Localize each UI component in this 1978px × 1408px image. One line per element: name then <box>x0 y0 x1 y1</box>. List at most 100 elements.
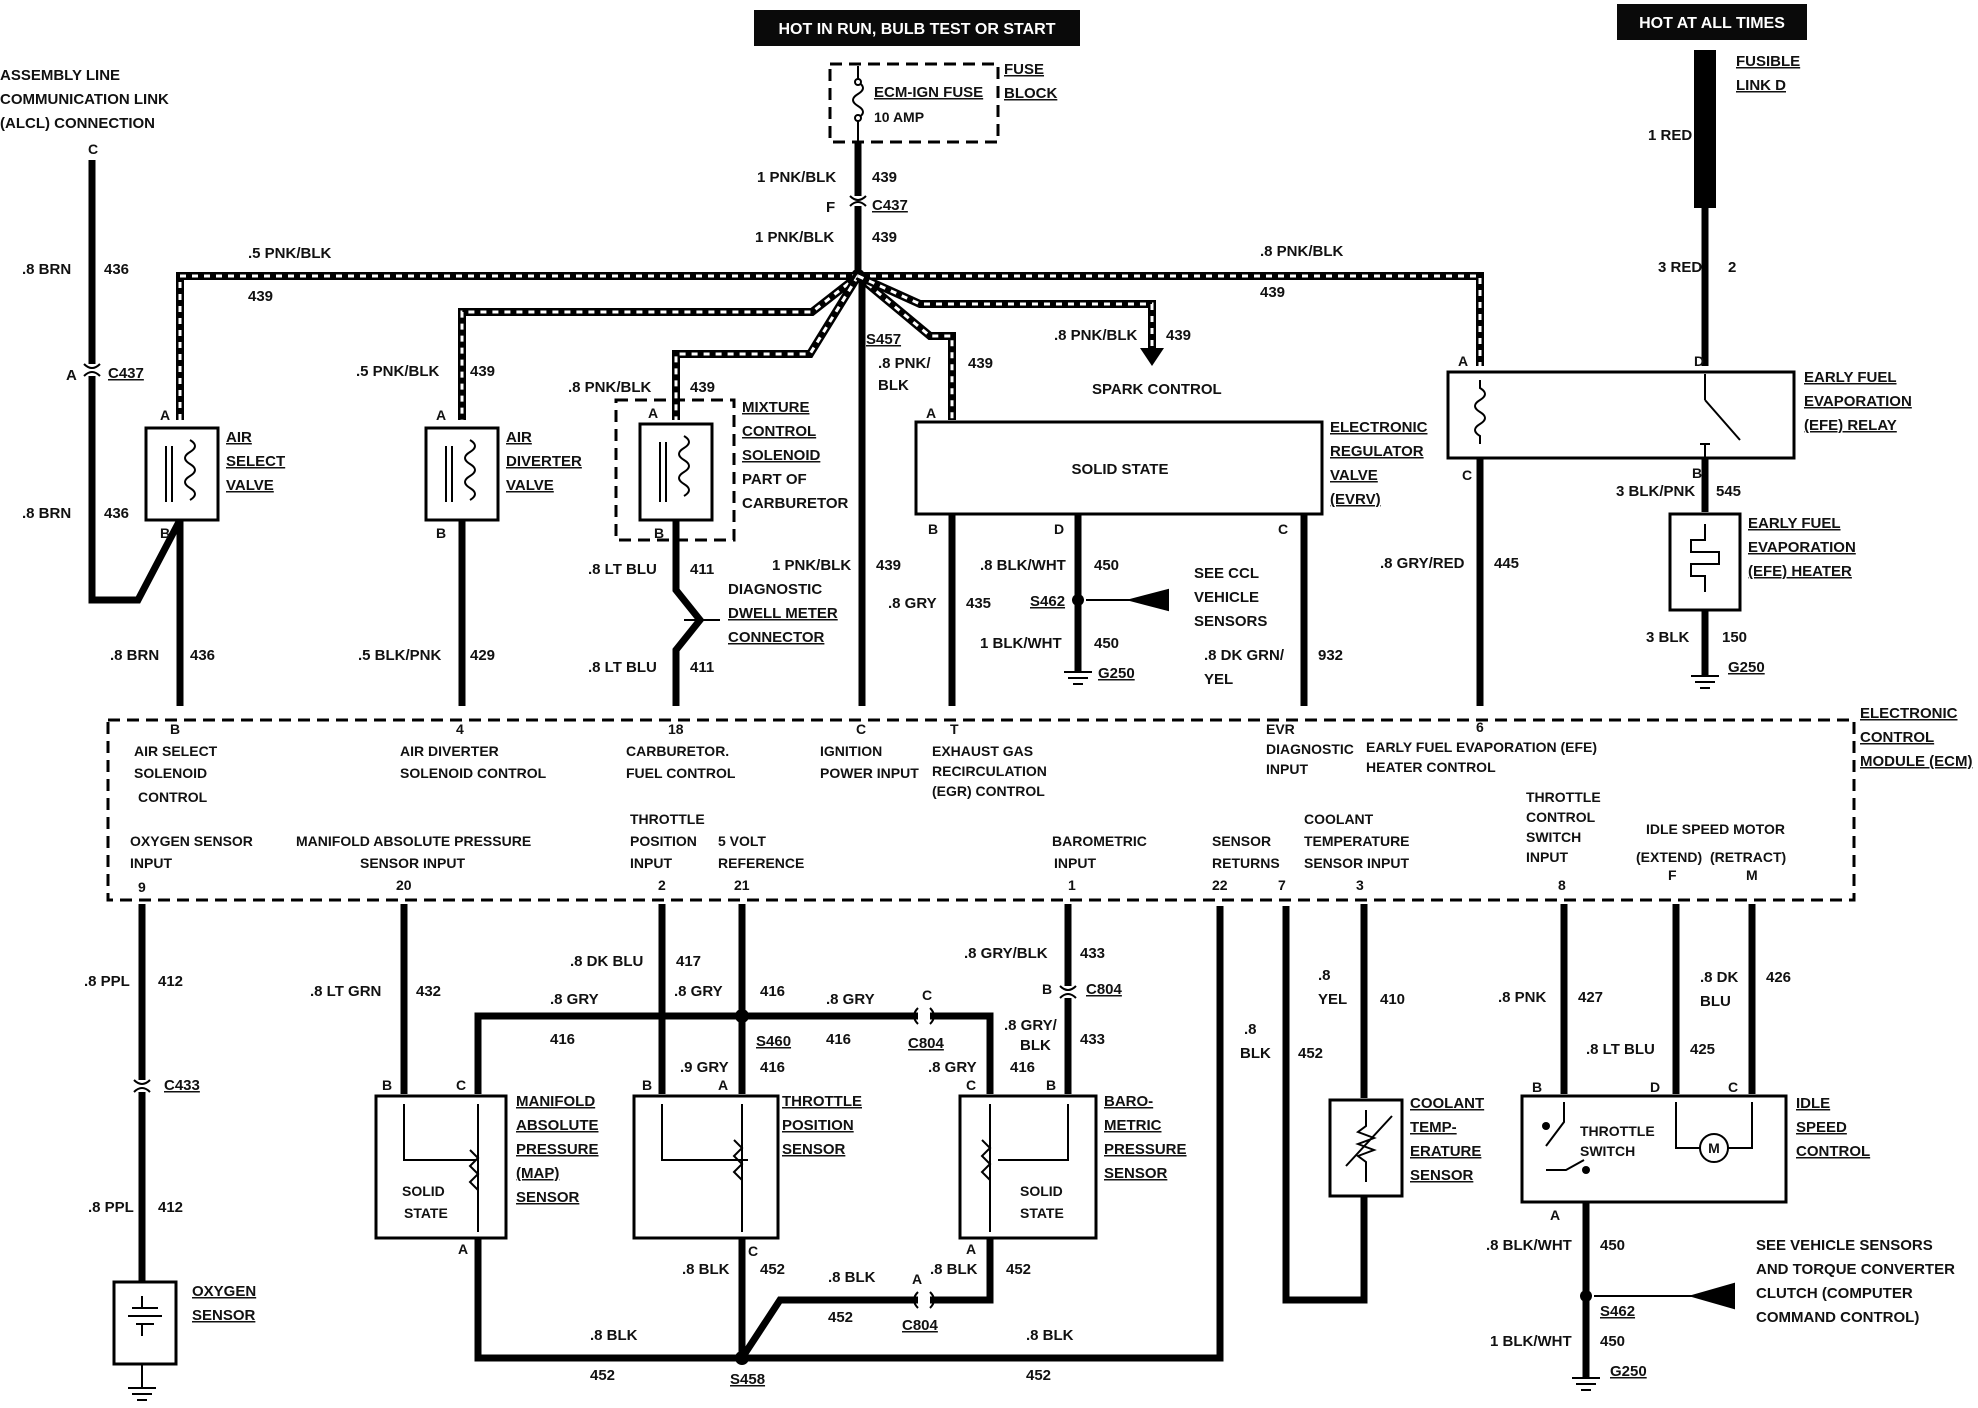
wire-label: .8 PNK/BLK <box>568 379 652 396</box>
ecm-pin-text: SENSOR <box>1212 833 1271 849</box>
circuit-label: 412 <box>158 973 183 990</box>
ecm-pin-text: (RETRACT) <box>1710 849 1786 865</box>
pin-label: D <box>1054 521 1064 537</box>
ecm-pin-text: SOLENOID <box>134 765 207 781</box>
circuit-label: 425 <box>1690 1041 1715 1058</box>
component-label: SOLENOID <box>742 447 821 464</box>
wire-label: .8 BLK <box>590 1327 638 1344</box>
wire-label: 1 BLK/WHT <box>1490 1333 1572 1350</box>
ecm-pin-text: POSITION <box>630 833 697 849</box>
circuit-label: 445 <box>1494 555 1519 572</box>
wire-label: .8 GRY/BLK <box>964 945 1048 962</box>
pin-label: C <box>966 1077 976 1093</box>
wire-label: .8 GRY <box>550 991 599 1008</box>
component-label: SENSOR <box>782 1141 846 1158</box>
wire-label: .9 GRY <box>680 1059 729 1076</box>
ecm-title: MODULE (ECM) <box>1860 753 1973 770</box>
wire-label: BLK <box>1240 1045 1271 1062</box>
connector-label: C437 <box>108 365 144 382</box>
mixture-control-solenoid <box>638 422 714 522</box>
connector-c433 <box>133 1079 151 1093</box>
motor-icon <box>1699 1133 1729 1163</box>
ecm-pin-text: MANIFOLD ABSOLUTE PRESSURE <box>296 833 531 849</box>
pin-label: C <box>922 987 932 1003</box>
ecm-pin-text: RECIRCULATION <box>932 763 1047 779</box>
ecm-pin-text: IGNITION <box>820 743 882 759</box>
bus-right <box>858 272 1484 366</box>
wire-label: .8 DK GRN/ <box>1204 647 1285 664</box>
throttle-switch-icon <box>1545 1102 1585 1171</box>
circuit-label: 417 <box>676 953 701 970</box>
component-label: VALVE <box>226 477 274 494</box>
circuit-label: 452 <box>1026 1367 1051 1384</box>
carburetor-outline <box>614 398 736 542</box>
pin-label: 9 <box>138 879 146 895</box>
component-label: ERATURE <box>1410 1143 1481 1160</box>
fusible-link-d <box>1694 50 1716 208</box>
thermistor-icon <box>1345 1110 1393 1182</box>
wire-label: .8 PPL <box>84 973 130 990</box>
pin-label: F <box>1668 867 1677 883</box>
ecm-pin-text: SENSOR INPUT <box>360 855 465 871</box>
component-label: (EFE) HEATER <box>1748 563 1852 580</box>
fuse-block-label-1: FUSE <box>1004 61 1044 78</box>
wire-label: 1 PNK/BLK <box>757 169 836 186</box>
ecm-pin-text: DIAGNOSTIC <box>1266 741 1354 757</box>
wire-label: .8 BRN <box>22 505 71 522</box>
fuse-block-outline <box>828 62 1000 144</box>
ecm-title: ELECTRONIC <box>1860 705 1958 722</box>
pin-label: B <box>928 521 938 537</box>
splice-label: S458 <box>730 1371 765 1388</box>
isc-switch-label: THROTTLE <box>1580 1123 1655 1139</box>
evrv-body-label: SOLID STATE <box>1072 461 1169 478</box>
ecm-pin-o2: OXYGEN SENSOR INPUT 9 <box>130 833 253 895</box>
wire-label: .8 <box>1318 967 1331 984</box>
circuit-label: 411 <box>690 561 714 578</box>
ecm-pin-text: EXHAUST GAS <box>932 743 1033 759</box>
wire-label: 3 BLK/PNK <box>1616 483 1695 500</box>
pin-label: F <box>826 199 835 216</box>
pin-label: M <box>1746 867 1758 883</box>
ground-icon <box>1691 675 1719 689</box>
note-label: CLUTCH (COMPUTER <box>1756 1285 1913 1302</box>
relay-switch-icon <box>1700 374 1741 458</box>
circuit-label: 412 <box>158 1199 183 1216</box>
pin-label: T <box>950 721 959 737</box>
switch-contact-icon <box>1582 1166 1590 1174</box>
component-label: (EVRV) <box>1330 491 1381 508</box>
circuit-label: 411 <box>690 659 714 676</box>
pin-label: B <box>382 1077 392 1093</box>
ccl-arrow <box>1086 588 1169 612</box>
dwell-label: CONNECTOR <box>728 629 825 646</box>
throttle-position-sensor <box>632 1094 780 1240</box>
ecm-pin-text: THROTTLE <box>630 811 705 827</box>
pin-label: C <box>88 141 98 157</box>
barometric-pressure-sensor <box>958 1094 1098 1240</box>
component-label: PART OF <box>742 471 807 488</box>
component-label: DIVERTER <box>506 453 582 470</box>
note-label: SEE CCL <box>1194 565 1259 582</box>
pin-label: B <box>170 721 180 737</box>
connector-c437-aldl <box>83 363 101 377</box>
wire-label: .8 DK BLU <box>570 953 643 970</box>
circuit-label: 436 <box>190 647 215 664</box>
circuit-label: 150 <box>1722 629 1747 646</box>
wire-label: 1 BLK/WHT <box>980 635 1062 652</box>
circuit-label: 435 <box>966 595 991 612</box>
solenoid-coil-icon <box>445 439 476 502</box>
sensor-body-text: SOLID <box>1020 1183 1063 1199</box>
ecm-pin-text: HEATER CONTROL <box>1366 759 1496 775</box>
banner-always-text: HOT AT ALL TIMES <box>1639 15 1785 32</box>
ecm-pin-text: (EGR) CONTROL <box>932 783 1045 799</box>
wire-label: .8 PPL <box>88 1199 134 1216</box>
pin-label: B <box>1692 465 1702 481</box>
wire-label: .8 BLK <box>1026 1327 1074 1344</box>
ecm-pin-5v-ref: 5 VOLT REFERENCE 21 <box>718 833 804 893</box>
wire-label: .5 PNK/BLK <box>356 363 440 380</box>
component-label: POSITION <box>782 1117 854 1134</box>
wire-label: .8 PNK/BLK <box>1260 243 1344 260</box>
heater-element-icon <box>1690 524 1720 592</box>
circuit-label: 416 <box>1010 1059 1035 1076</box>
